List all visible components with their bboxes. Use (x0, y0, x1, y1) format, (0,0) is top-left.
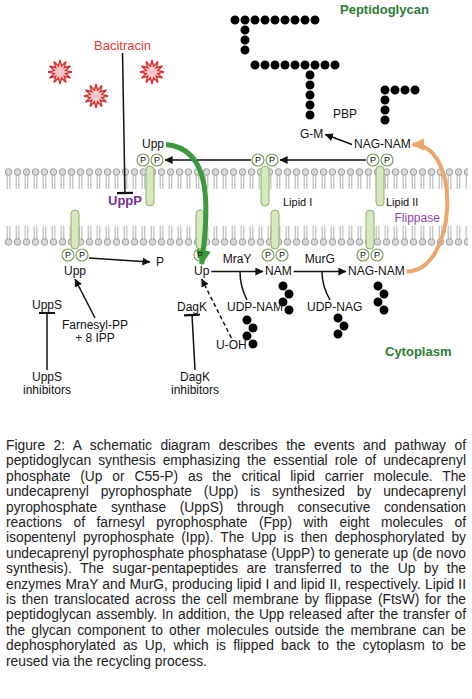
inhibition-line (39, 313, 55, 370)
connector-line (75, 279, 95, 318)
reaction-arrow (325, 135, 352, 145)
connector-line (294, 271, 346, 273)
molecule-label: NAM (263, 264, 294, 279)
edge-label: MurG (305, 252, 335, 265)
inhibition-line (184, 315, 200, 370)
lipid-label: Lipid I (283, 196, 312, 209)
region-label: Peptidoglycan (340, 3, 429, 16)
region-label: Cytoplasm (385, 345, 451, 358)
molecule-label: NAG-NAM (346, 264, 407, 279)
reaction-arrow (294, 271, 346, 272)
membrane-outer-leaflet (4, 168, 468, 190)
node-text: NAM (265, 265, 292, 278)
inhibition-line (117, 53, 133, 193)
node-text: UppP (108, 194, 142, 207)
connector-line (192, 315, 195, 370)
inhibition-bar (39, 312, 55, 314)
molecule-label: Upp (62, 264, 88, 279)
molecule-label: G-M (298, 127, 325, 142)
node-text: UppS inhibitors (17, 371, 77, 397)
figure-caption: Figure 2: A schematic diagram describes … (6, 438, 466, 669)
connector-line (211, 271, 263, 273)
phosphate-label: P (370, 156, 376, 165)
phosphate-label: P (156, 256, 164, 268)
enzyme-label: UppS (30, 298, 64, 313)
substrate-label: Farnesyl-PP + 8 IPP (58, 318, 132, 346)
node-text: DagK inhibitors (165, 371, 225, 397)
synthesis-arrow (75, 279, 95, 318)
enzyme-label: PBP (333, 108, 357, 121)
node-text: Upp (142, 138, 164, 151)
node-text: Farnesyl-PP + 8 IPP (60, 319, 130, 345)
node-text: Upp (64, 265, 86, 278)
reaction-arrow (211, 271, 263, 272)
edge-label: MraY (223, 252, 252, 265)
molecule-label: NAG-NAM (352, 137, 413, 152)
edge-label: Flippase (394, 212, 439, 225)
connector-line (166, 145, 206, 265)
phosphate-label: P (255, 156, 261, 165)
node-text: DagK (177, 301, 207, 314)
connector-line (46, 313, 48, 370)
phosphate-label: P (384, 156, 390, 165)
node-text: UDP-NAG (307, 301, 362, 314)
phosphate-label: P (360, 251, 366, 260)
phosphate-label: P (197, 251, 203, 260)
node-text: Bacitracin (94, 39, 151, 52)
phosphate-label: P (374, 251, 380, 260)
inhibitor-label: UppS inhibitors (15, 370, 79, 398)
node-text: G-M (300, 128, 323, 141)
molecule-label: U-OH (214, 338, 249, 353)
phosphate-label: P (269, 156, 275, 165)
recycle-arrows (89, 160, 366, 300)
drug-label: Bacitracin (92, 38, 153, 53)
node-text: NAG-NAM (348, 265, 405, 278)
molecule-label: Up (192, 264, 211, 279)
phosphate-label: P (79, 251, 85, 260)
enzyme-label: UppP (106, 193, 144, 208)
molecule-label: UDP-NAG (305, 300, 364, 315)
node-text: UppS (32, 299, 62, 312)
connector-line (325, 135, 352, 145)
lipid-carriers (71, 166, 384, 249)
enzyme-label: DagK (175, 300, 209, 315)
molecule-label: Upp (140, 137, 166, 152)
phosphate-label: P (279, 251, 285, 260)
phosphate-label: P (140, 156, 146, 165)
lipid-label: Lipid II (386, 196, 418, 209)
phosphate-circles (62, 154, 393, 261)
node-text: UDP-NAM (227, 301, 283, 314)
phosphate-label: P (154, 156, 160, 165)
node-text: NAG-NAM (354, 138, 411, 151)
phosphate-label: P (65, 251, 71, 260)
node-text: U-OH (216, 339, 247, 352)
connector-line (123, 53, 125, 193)
molecule-label: UDP-NAM (225, 300, 285, 315)
recycling-arrow (166, 145, 206, 265)
inhibitor-label: DagK inhibitors (163, 370, 227, 398)
bacitracin-symbols (48, 60, 164, 108)
node-text: Up (194, 265, 209, 278)
phosphate-label: P (265, 251, 271, 260)
